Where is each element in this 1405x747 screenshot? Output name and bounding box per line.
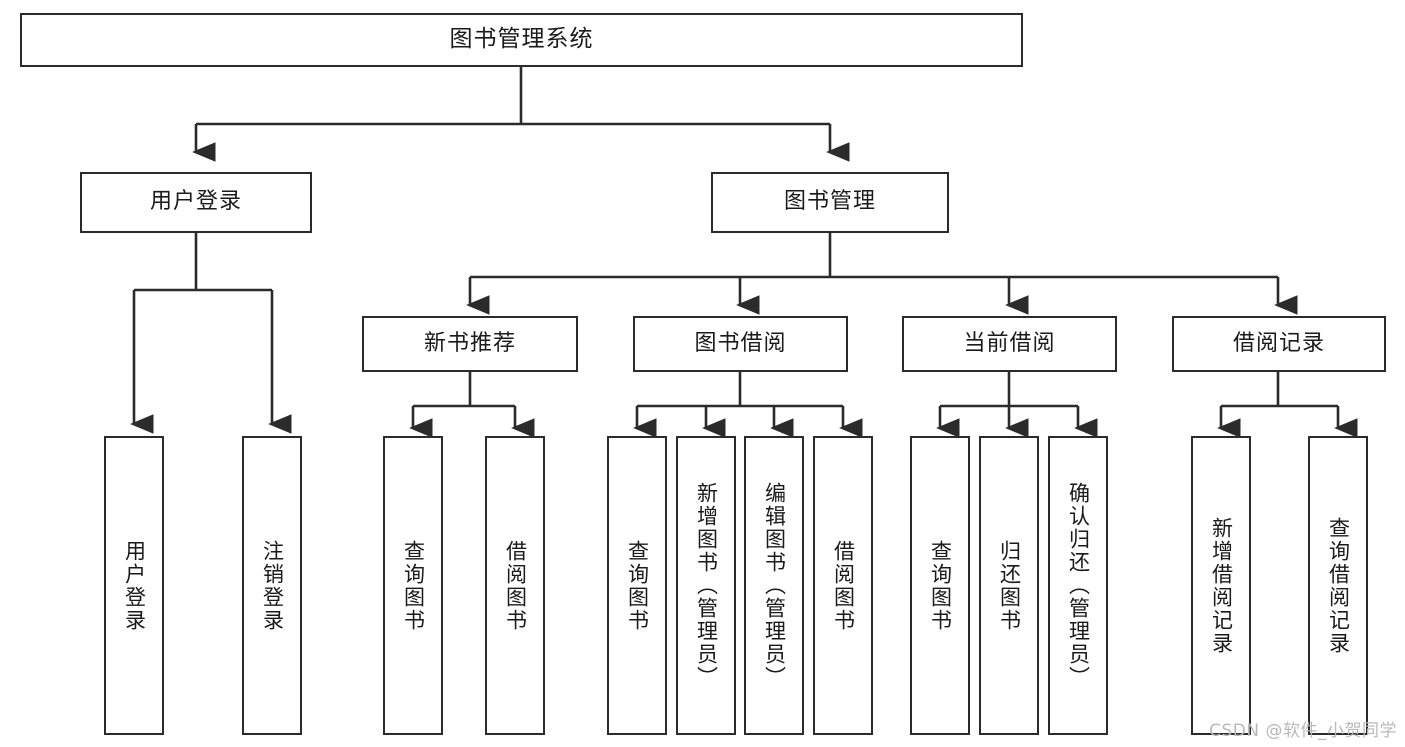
node-root-label: 图书管理系统	[449, 26, 594, 53]
csdn-watermark: CSDN @软件_小贺同学	[1209, 721, 1397, 741]
node-borrow-record[interactable]: 借阅记录	[1172, 316, 1386, 372]
node-root[interactable]: 图书管理系统	[20, 13, 1023, 67]
node-user-login[interactable]: 用户登录	[80, 172, 312, 233]
node-user-login-label: 用户登录	[149, 189, 242, 215]
node-leaf-record-add-label: 新增借阅记录	[1209, 516, 1234, 655]
node-leaf-record-query-label: 查询借阅记录	[1326, 516, 1351, 655]
node-leaf-current-query-book[interactable]: 查询图书	[910, 436, 970, 735]
node-leaf-current-confirm-return[interactable]: 确认归还（管理员）	[1048, 436, 1108, 735]
node-leaf-borrow-query-book[interactable]: 查询图书	[607, 436, 667, 735]
node-book-borrow[interactable]: 图书借阅	[633, 316, 848, 372]
node-leaf-current-return-book-label: 归还图书	[997, 539, 1022, 632]
node-leaf-logout-label: 注销登录	[260, 539, 285, 632]
node-leaf-borrow-add-book[interactable]: 新增图书（管理员）	[676, 436, 736, 735]
node-leaf-user-login-label: 用户登录	[122, 539, 147, 632]
node-current-borrow[interactable]: 当前借阅	[902, 316, 1117, 372]
node-leaf-record-query[interactable]: 查询借阅记录	[1308, 436, 1368, 735]
node-leaf-newbook-borrow-book[interactable]: 借阅图书	[485, 436, 545, 735]
node-leaf-newbook-query-book[interactable]: 查询图书	[383, 436, 443, 735]
node-leaf-borrow-borrow-book-label: 借阅图书	[831, 539, 856, 632]
node-leaf-borrow-borrow-book[interactable]: 借阅图书	[813, 436, 873, 735]
node-current-borrow-label: 当前借阅	[963, 330, 1056, 356]
node-new-book-recommend[interactable]: 新书推荐	[362, 316, 578, 372]
node-leaf-current-confirm-return-label: 确认归还（管理员）	[1066, 482, 1091, 689]
node-leaf-borrow-edit-book[interactable]: 编辑图书（管理员）	[744, 436, 804, 735]
node-leaf-current-query-book-label: 查询图书	[928, 539, 953, 632]
node-book-borrow-label: 图书借阅	[694, 330, 787, 356]
node-leaf-newbook-query-book-label: 查询图书	[401, 539, 426, 632]
node-leaf-borrow-query-book-label: 查询图书	[625, 539, 650, 632]
node-leaf-borrow-add-book-label: 新增图书（管理员）	[694, 482, 719, 689]
node-leaf-newbook-borrow-book-label: 借阅图书	[503, 539, 528, 632]
node-book-management-label: 图书管理	[783, 189, 876, 215]
node-leaf-logout[interactable]: 注销登录	[242, 436, 302, 735]
node-leaf-user-login[interactable]: 用户登录	[104, 436, 164, 735]
node-leaf-record-add[interactable]: 新增借阅记录	[1191, 436, 1251, 735]
node-borrow-record-label: 借阅记录	[1232, 330, 1325, 356]
node-leaf-borrow-edit-book-label: 编辑图书（管理员）	[762, 482, 787, 689]
node-new-book-recommend-label: 新书推荐	[423, 330, 516, 356]
node-leaf-current-return-book[interactable]: 归还图书	[979, 436, 1039, 735]
node-book-management[interactable]: 图书管理	[711, 172, 949, 233]
